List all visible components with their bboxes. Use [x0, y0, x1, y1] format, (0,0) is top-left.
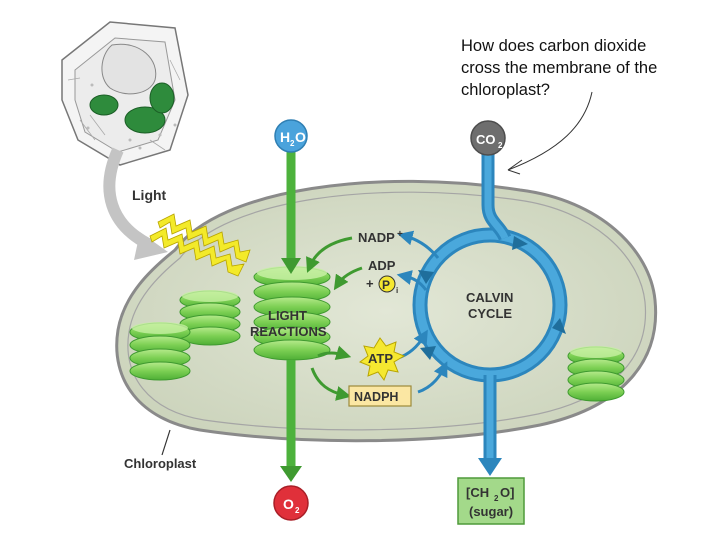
pi-label: P — [382, 278, 390, 292]
granum-light-reactions — [253, 266, 331, 361]
sugar-box: [CH 2 O] (sugar) — [457, 477, 525, 525]
question-line-1: How does carbon dioxide — [461, 37, 647, 55]
calvin-label-1: CALVIN — [466, 290, 513, 305]
energy-carrier-arrows — [306, 236, 363, 401]
granum-right — [567, 346, 625, 402]
calvin-label-2: CYCLE — [468, 306, 512, 321]
o2-badge: O 2 — [273, 485, 309, 521]
light-rays — [149, 213, 251, 277]
nadp-label: NADP — [358, 230, 395, 245]
adp-plus-sign: + — [366, 276, 374, 291]
nadph-label: NADPH — [354, 390, 398, 404]
callout-pointer — [507, 91, 593, 171]
atp-star: ATP — [358, 337, 406, 382]
light-label: Light — [132, 187, 167, 203]
chloroplast-leader-line — [161, 429, 171, 456]
nadp-plus-sign: + — [397, 229, 403, 240]
sugar-label-a: [CH — [466, 485, 489, 500]
question-callout: How does carbon dioxide cross the membra… — [461, 35, 711, 101]
nadph-box: NADPH — [348, 385, 412, 407]
granum-left-top — [179, 290, 241, 346]
h2o-label-o: O — [295, 129, 306, 145]
light-reactions-label-2: REACTIONS — [250, 324, 327, 339]
adp-label: ADP — [368, 258, 396, 273]
o2-label-sub: 2 — [295, 506, 300, 515]
h2o-label-sub: 2 — [290, 139, 295, 148]
co2-label-co: CO — [476, 132, 496, 147]
sugar-label-c: (sugar) — [469, 504, 513, 519]
plant-cell-illustration — [61, 21, 189, 166]
light-reactions-label-1: LIGHT — [268, 308, 307, 323]
o2-label-o: O — [283, 496, 294, 512]
phosphate-badge: P i — [378, 275, 398, 295]
question-line-2: cross the membrane of the — [461, 59, 658, 77]
sugar-label-sub: 2 — [494, 494, 499, 503]
sugar-label-b: O] — [500, 485, 514, 500]
chloroplast-label: Chloroplast — [124, 456, 197, 471]
granum-left-bottom — [129, 322, 191, 381]
h2o-badge: H 2 O — [274, 119, 308, 153]
pi-sub-label: i — [396, 286, 398, 295]
co2-badge: CO 2 — [470, 120, 506, 156]
atp-label: ATP — [368, 351, 393, 366]
co2-label-sub: 2 — [498, 141, 503, 150]
question-line-3: chloroplast? — [461, 81, 550, 99]
h2o-label-h: H — [280, 129, 290, 145]
zoom-arrow — [103, 147, 153, 251]
